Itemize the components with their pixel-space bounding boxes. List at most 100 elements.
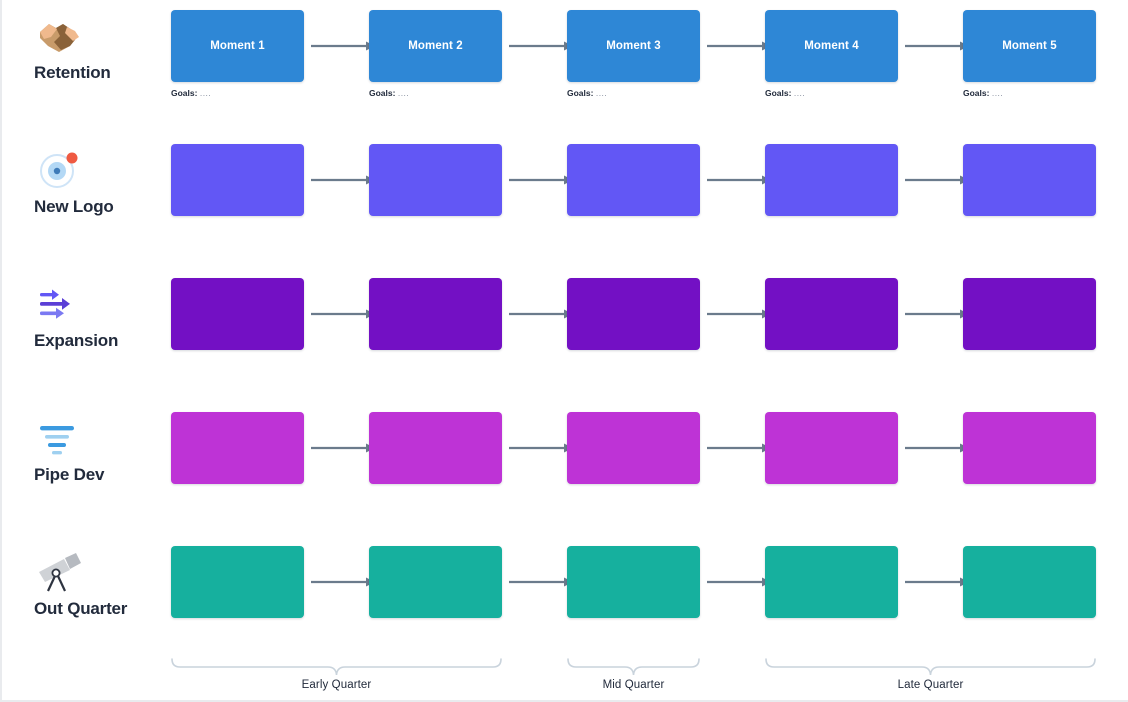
- moment-box[interactable]: [171, 546, 304, 618]
- bracket-label: Mid Quarter: [602, 679, 665, 691]
- flow-arrow-icon: [707, 442, 772, 454]
- moment-box[interactable]: Moment 2: [369, 10, 502, 82]
- moment-box[interactable]: [765, 546, 898, 618]
- target-dot-icon: [34, 144, 84, 194]
- goals-value: ....: [793, 88, 806, 98]
- handshake-icon: [34, 10, 84, 60]
- moment-box[interactable]: [765, 144, 898, 216]
- moment-box[interactable]: [963, 278, 1096, 350]
- moment-cell[interactable]: [171, 144, 304, 216]
- moment-box[interactable]: Moment 3: [567, 10, 700, 82]
- moment-cell[interactable]: [765, 278, 898, 350]
- moment-cell[interactable]: Moment 4 Goals: ....: [765, 10, 898, 98]
- moment-cell[interactable]: [963, 412, 1096, 484]
- moment-cell[interactable]: [369, 546, 502, 618]
- moment-cell[interactable]: [369, 278, 502, 350]
- row-header-expansion[interactable]: Expansion: [32, 268, 167, 403]
- moment-box[interactable]: [765, 278, 898, 350]
- moment-cell[interactable]: Moment 2 Goals: ....: [369, 10, 502, 98]
- timeline-brackets: Early Quarter Mid Quarter Late Quarter: [171, 658, 1098, 702]
- bracket-label: Late Quarter: [897, 679, 964, 691]
- moment-box[interactable]: [963, 412, 1096, 484]
- goals-note: Goals: ....: [963, 88, 1003, 98]
- moment-cell[interactable]: Moment 3 Goals: ....: [567, 10, 700, 98]
- moment-cell[interactable]: [369, 412, 502, 484]
- moment-cell[interactable]: [765, 546, 898, 618]
- row-header-out-quarter[interactable]: Out Quarter: [32, 536, 167, 671]
- moment-box[interactable]: [567, 546, 700, 618]
- moment-box[interactable]: Moment 1: [171, 10, 304, 82]
- moment-cell[interactable]: [963, 546, 1096, 618]
- moment-box-label: Moment 4: [804, 40, 859, 52]
- flow-arrow-icon: [509, 442, 574, 454]
- flow-arrow-icon: [509, 174, 574, 186]
- moment-box[interactable]: [963, 546, 1096, 618]
- flow-arrow-icon: [509, 40, 574, 52]
- moment-box[interactable]: Moment 4: [765, 10, 898, 82]
- moment-cell[interactable]: [171, 278, 304, 350]
- moment-track-pipe-dev: [171, 412, 1098, 517]
- goals-label: Goals:: [171, 88, 198, 98]
- flow-arrow-icon: [707, 174, 772, 186]
- row-label: New Logo: [34, 197, 114, 216]
- goals-label: Goals:: [963, 88, 990, 98]
- flow-arrow-icon: [707, 308, 772, 320]
- moment-cell[interactable]: [963, 144, 1096, 216]
- swimlane-row-expansion: Expansion: [2, 268, 1128, 403]
- timeline-bracket-late-quarter: Late Quarter: [765, 658, 1096, 702]
- moment-cell[interactable]: [567, 144, 700, 216]
- moment-box[interactable]: [171, 278, 304, 350]
- flow-arrow-icon: [707, 576, 772, 588]
- timeline-bracket-early-quarter: Early Quarter: [171, 658, 502, 702]
- row-header-pipe-dev[interactable]: Pipe Dev: [32, 402, 167, 537]
- moment-box[interactable]: [765, 412, 898, 484]
- moment-box[interactable]: Moment 5: [963, 10, 1096, 82]
- flow-arrow-icon: [905, 308, 970, 320]
- flow-arrow-icon: [905, 174, 970, 186]
- moment-box[interactable]: [369, 278, 502, 350]
- moment-box[interactable]: [369, 144, 502, 216]
- row-header-retention[interactable]: Retention: [32, 0, 167, 135]
- timeline-bracket-mid-quarter: Mid Quarter: [567, 658, 700, 702]
- moment-track-retention: Moment 1 Goals: .... Moment 2 Goals: ...…: [171, 10, 1098, 115]
- moment-cell[interactable]: [765, 144, 898, 216]
- goals-value: ....: [991, 88, 1004, 98]
- swimlane-row-out-quarter: Out Quarter: [2, 536, 1128, 671]
- moment-cell[interactable]: Moment 5 Goals: ....: [963, 10, 1096, 98]
- goals-label: Goals:: [567, 88, 594, 98]
- moment-box[interactable]: [567, 412, 700, 484]
- moment-box-label: Moment 1: [210, 40, 265, 52]
- moment-cell[interactable]: [567, 546, 700, 618]
- moment-cell[interactable]: [765, 412, 898, 484]
- moment-cell[interactable]: [567, 278, 700, 350]
- flow-arrow-icon: [905, 576, 970, 588]
- moment-cell[interactable]: [963, 278, 1096, 350]
- bracket-label: Early Quarter: [301, 679, 372, 691]
- bottom-divider: [2, 700, 1128, 702]
- moment-track-new-logo: [171, 144, 1098, 249]
- flow-arrow-icon: [311, 308, 376, 320]
- moment-box[interactable]: [567, 144, 700, 216]
- moment-box-label: Moment 2: [408, 40, 463, 52]
- moment-cell[interactable]: [171, 546, 304, 618]
- moment-box-label: Moment 3: [606, 40, 661, 52]
- moment-cell[interactable]: [567, 412, 700, 484]
- goals-note: Goals: ....: [567, 88, 607, 98]
- moment-cell[interactable]: [171, 412, 304, 484]
- moment-cell[interactable]: Moment 1 Goals: ....: [171, 10, 304, 98]
- flow-arrow-icon: [509, 576, 574, 588]
- row-label: Out Quarter: [34, 599, 128, 618]
- moment-box[interactable]: [171, 412, 304, 484]
- goals-label: Goals:: [765, 88, 792, 98]
- row-header-new-logo[interactable]: New Logo: [32, 134, 167, 269]
- moment-box[interactable]: [369, 546, 502, 618]
- moment-track-out-quarter: [171, 546, 1098, 651]
- moment-cell[interactable]: [369, 144, 502, 216]
- moment-box[interactable]: [567, 278, 700, 350]
- moment-box[interactable]: [963, 144, 1096, 216]
- moment-box[interactable]: [171, 144, 304, 216]
- goals-value: ....: [595, 88, 608, 98]
- flow-arrow-icon: [311, 442, 376, 454]
- moment-box[interactable]: [369, 412, 502, 484]
